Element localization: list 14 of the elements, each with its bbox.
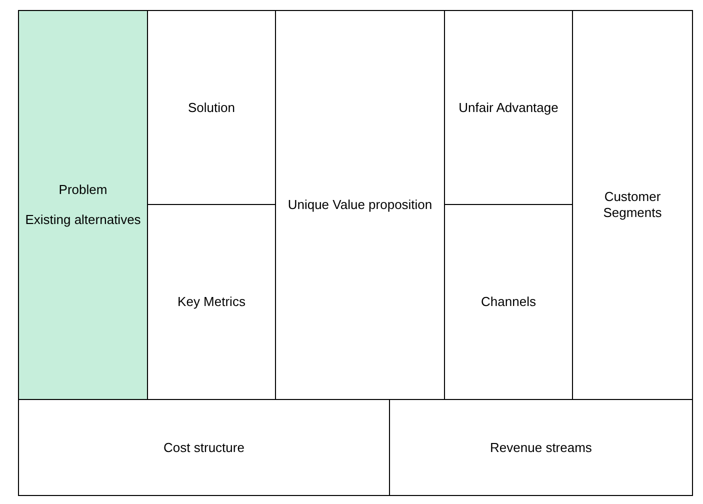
panel-heading: Problem [58, 182, 108, 198]
revenue-panel [389, 399, 693, 496]
panel-heading: Key Metrics [176, 294, 246, 310]
problem-panel [18, 10, 148, 400]
panel-heading: Unique Value proposition [286, 197, 434, 213]
panel-heading: Customer Segments [602, 189, 663, 221]
panel-subheading: Existing alternatives [24, 212, 142, 228]
panel-heading: Revenue streams [489, 440, 593, 456]
segments-panel [572, 10, 693, 400]
panel-heading: Solution [187, 100, 236, 116]
panel-heading: Unfair Advantage [458, 100, 560, 116]
panel-heading: Cost structure [162, 440, 246, 456]
cost-panel [18, 399, 390, 496]
panel-heading: Channels [480, 294, 537, 310]
